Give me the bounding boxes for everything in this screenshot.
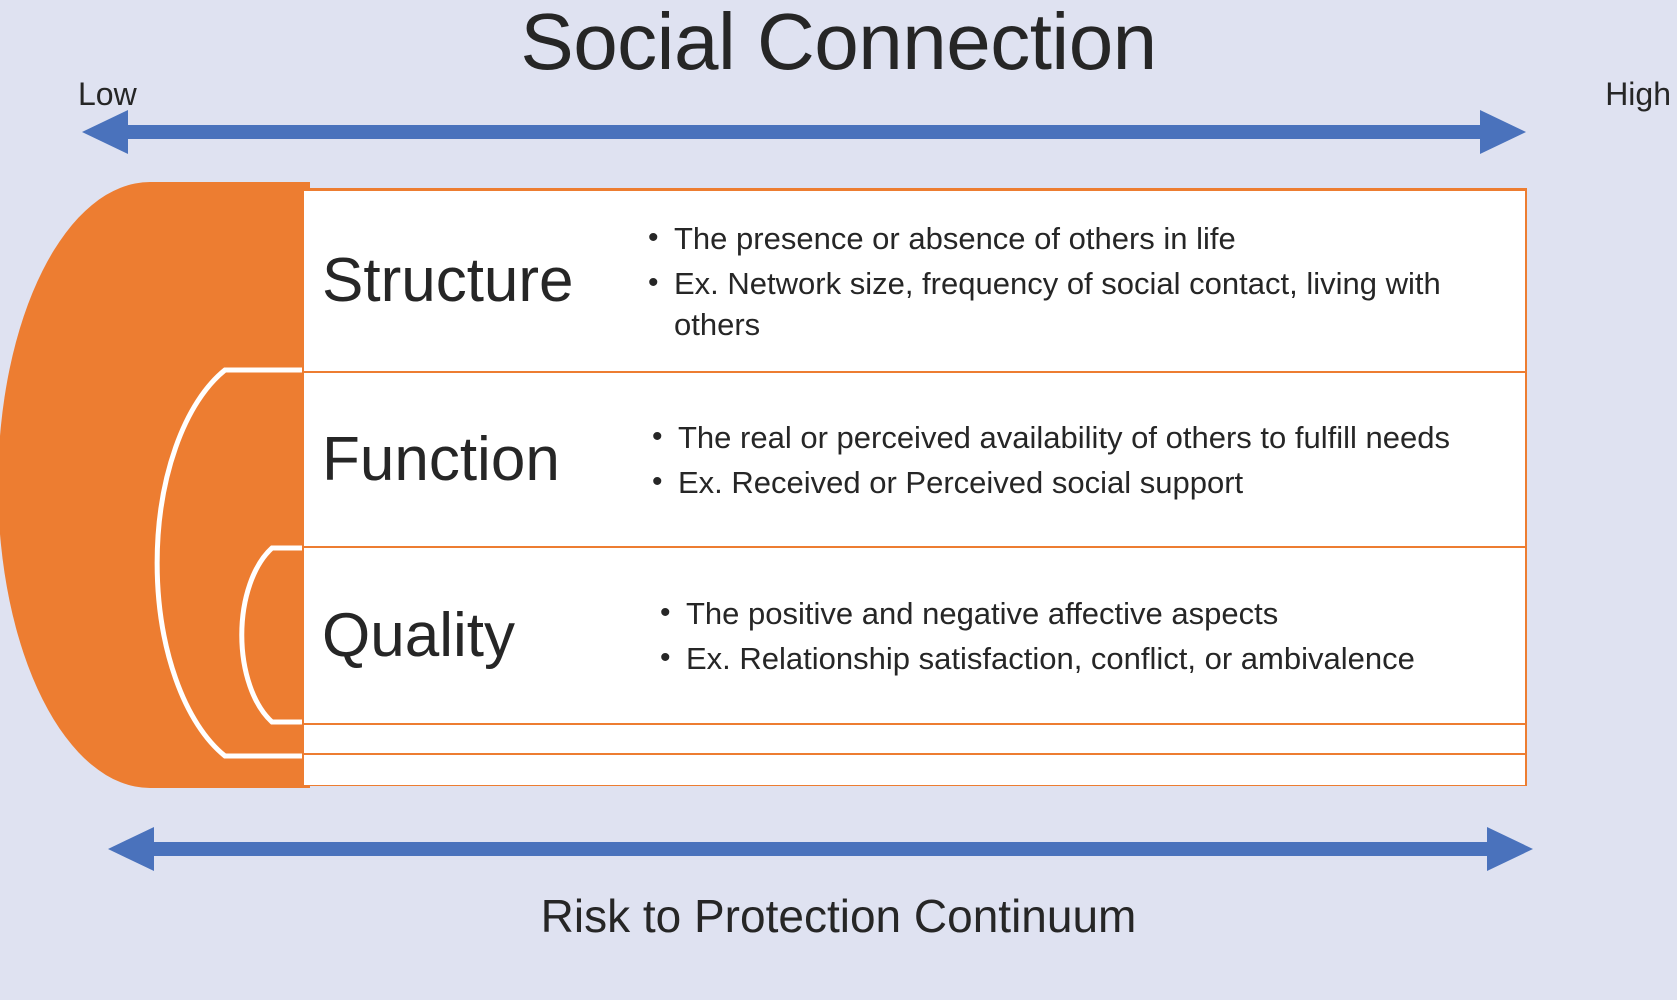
arc-middle-divider <box>154 367 310 759</box>
arc-inner-divider <box>239 545 310 725</box>
social-connection-arrow <box>82 110 1526 154</box>
figure-caption: Risk to Protection Continuum <box>540 890 1137 942</box>
categories-table: Structure The presence or absence of oth… <box>302 188 1527 786</box>
list-item: Ex. Network size, frequency of social co… <box>644 262 1495 345</box>
category-label-quality: Quality <box>322 600 515 670</box>
scale-label-high: High <box>1605 76 1671 112</box>
category-bullets-function: The real or perceived availability of ot… <box>614 416 1525 503</box>
list-item: The presence or absence of others in lif… <box>644 217 1495 259</box>
scale-label-low: Low <box>78 76 137 112</box>
page-title: Social Connection <box>520 0 1157 86</box>
arc-outer <box>0 182 310 788</box>
list-item: Ex. Received or Perceived social support <box>648 461 1495 503</box>
nested-arcs-graphic <box>0 182 310 788</box>
category-label-structure: Structure <box>322 246 574 315</box>
category-bullets-structure: The presence or absence of others in lif… <box>614 217 1525 345</box>
table-row: Quality The positive and negative affect… <box>304 548 1525 725</box>
table-row-empty <box>304 725 1525 755</box>
category-bullets-quality: The positive and negative affective aspe… <box>614 592 1525 679</box>
list-item: The real or perceived availability of ot… <box>648 416 1495 458</box>
table-row-empty <box>304 755 1525 785</box>
risk-protection-arrow <box>108 827 1533 871</box>
category-label-function: Function <box>322 424 560 494</box>
list-item: The positive and negative affective aspe… <box>656 592 1495 634</box>
table-row: Function The real or perceived availabil… <box>304 373 1525 548</box>
list-item: Ex. Relationship satisfaction, conflict,… <box>656 637 1495 679</box>
table-row: Structure The presence or absence of oth… <box>304 191 1525 373</box>
